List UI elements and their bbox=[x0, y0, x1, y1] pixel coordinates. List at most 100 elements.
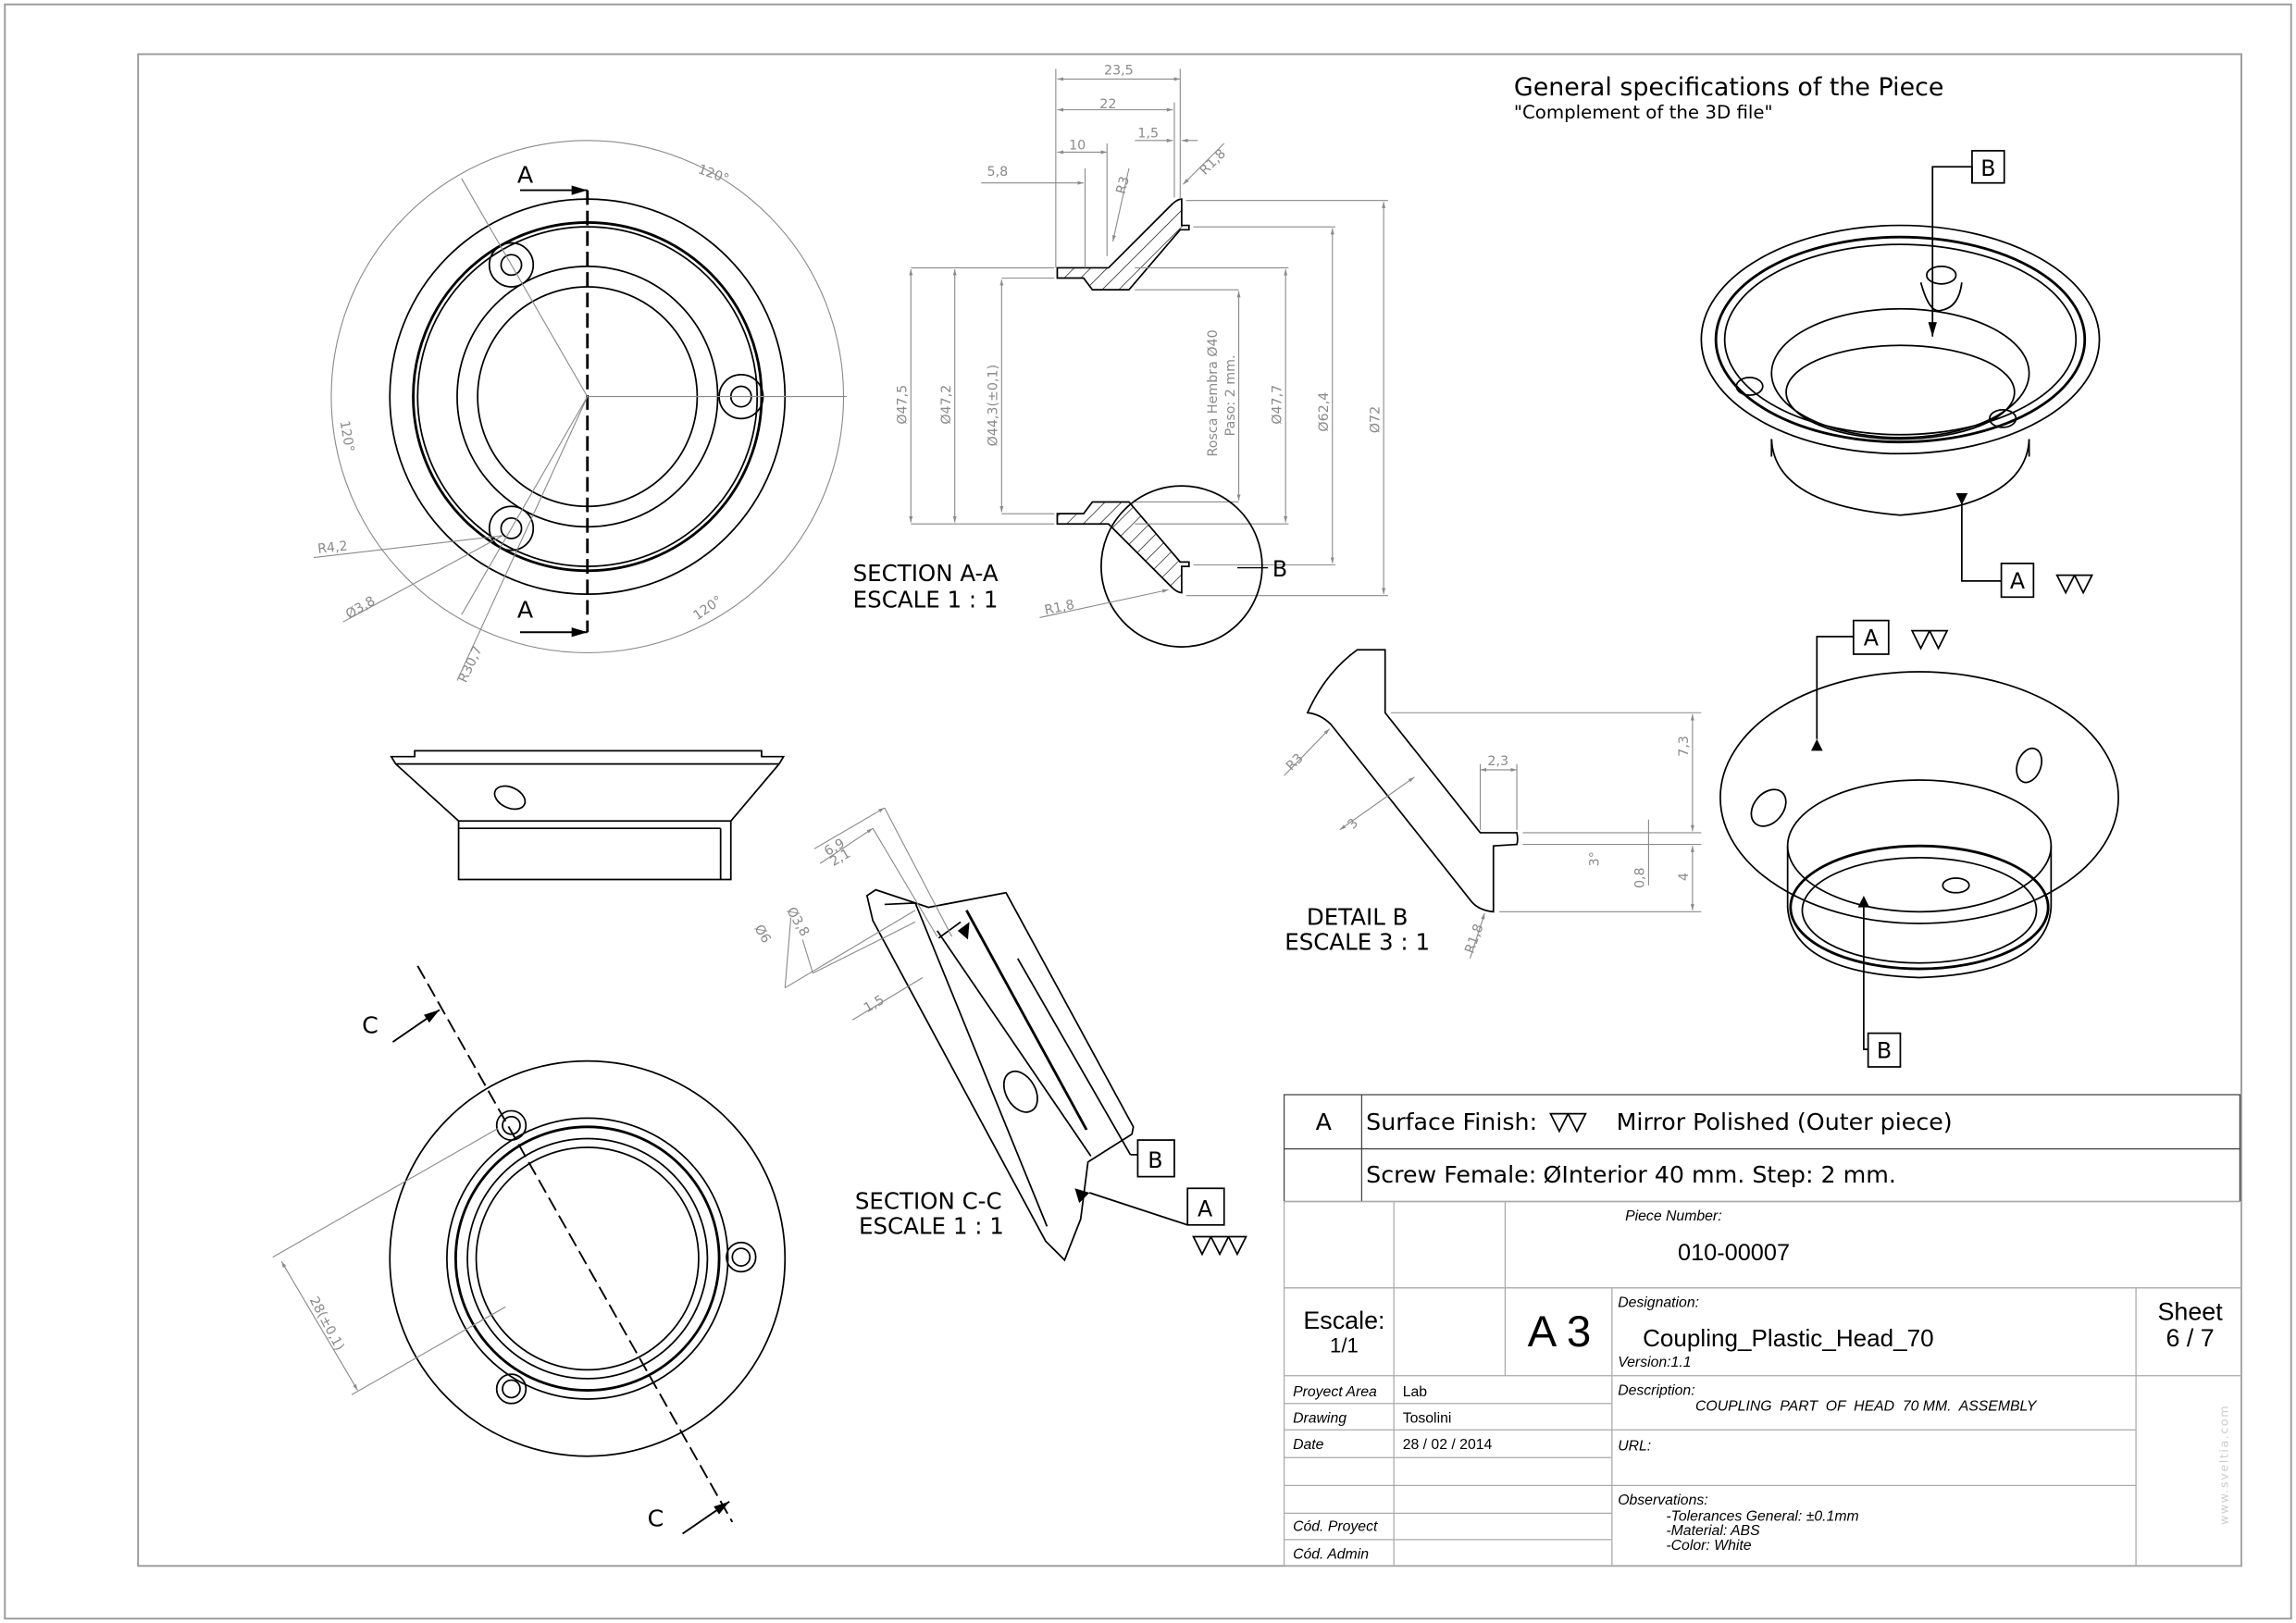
dim-10: 10 bbox=[1069, 138, 1086, 153]
surface-finish-icon bbox=[1192, 1235, 1247, 1257]
callout-b-box bbox=[1136, 1139, 1175, 1178]
row-label: Date bbox=[1293, 1437, 1324, 1453]
section-mark-a-top: A bbox=[517, 162, 534, 189]
observation-item: -Tolerances General: ±0.1mm bbox=[1666, 1508, 1858, 1524]
callout-a: A bbox=[1198, 1196, 1213, 1221]
detail-b: 7,3 4 0,8 3° 2,3 R3 3 R1,8 DETAIL B ESCA… bbox=[1284, 649, 1702, 960]
dim-r1-8: R1,8 bbox=[1462, 923, 1486, 956]
title-block: Piece Number: 010-00007 Escale: 1/1 A 3 … bbox=[1283, 1200, 2242, 1567]
dim-d47-2: Ø47,2 bbox=[939, 385, 954, 425]
surface-finish-icon bbox=[2055, 574, 2094, 595]
dim-1-5: 1,5 bbox=[1137, 127, 1159, 142]
dim-d72: Ø72 bbox=[1368, 406, 1383, 433]
row-value: 28 / 02 / 2014 bbox=[1403, 1437, 1493, 1453]
note-key: A bbox=[1316, 1109, 1333, 1135]
dim-2-3: 2,3 bbox=[1487, 754, 1508, 769]
row-label: Cód. Proyect bbox=[1293, 1518, 1378, 1534]
detail-b-circle bbox=[1100, 485, 1263, 648]
thread-note-1: Rosca Hembra Ø40 bbox=[1206, 329, 1221, 456]
dim-4: 4 bbox=[1677, 873, 1692, 881]
row-value: Tosolini bbox=[1403, 1410, 1452, 1426]
drawing-border bbox=[137, 53, 2242, 1567]
url-label: URL: bbox=[1618, 1438, 1651, 1454]
escale-label: Escale: bbox=[1303, 1307, 1384, 1334]
dim-pcd: R30,7 bbox=[456, 644, 486, 685]
spec-subtitle: "Complement of the 3D file" bbox=[1514, 102, 1773, 123]
sheet-value: 6 / 7 bbox=[2166, 1324, 2214, 1352]
section-c-c: B A 6,9 2,1 Ø3,8 Ø6 1,5 SECTION C-C ESCA… bbox=[751, 807, 1247, 1262]
description: COUPLING PART OF HEAD 70 MM. ASSEMBLY bbox=[1695, 1399, 2038, 1415]
watermark: www.sveltia.com bbox=[2217, 1405, 2231, 1525]
dim-r1-8: R1,8 bbox=[1043, 598, 1075, 618]
sheet-format: A 3 bbox=[1528, 1307, 1592, 1357]
surface-finish-icon bbox=[1910, 629, 1949, 650]
notes-table: A Surface Finish: Mirror Polished (Outer… bbox=[1283, 1094, 2241, 1203]
row-label: Drawing bbox=[1293, 1410, 1347, 1426]
observation-item: -Color: White bbox=[1666, 1538, 1751, 1554]
dim-d3-8: Ø3,8 bbox=[783, 905, 812, 939]
iso-callout-a: A bbox=[2010, 568, 2026, 594]
iso-callout-b: B bbox=[1980, 155, 1995, 181]
dim-r1-8: R1,8 bbox=[1198, 146, 1229, 178]
detail-b-title: DETAIL B bbox=[1307, 904, 1409, 931]
sheet-label: Sheet bbox=[2157, 1298, 2223, 1326]
callout-a-box bbox=[1186, 1187, 1225, 1226]
row-label: Cód. Admin bbox=[1293, 1546, 1369, 1562]
sheet-edge bbox=[4, 3, 2292, 1620]
dim-7-3: 7,3 bbox=[1677, 736, 1692, 757]
dim-23-5: 23,5 bbox=[1104, 64, 1134, 79]
detail-mark-b: B bbox=[1272, 556, 1287, 582]
thread-note-2: Paso: 2 mm. bbox=[1223, 354, 1238, 436]
note-label: Surface Finish: bbox=[1366, 1109, 1537, 1135]
section-c-title: SECTION C-C bbox=[855, 1187, 1002, 1214]
hole-ellipse bbox=[493, 785, 527, 811]
section-mark-c-top: C bbox=[362, 1012, 379, 1039]
section-mark-c-bottom: C bbox=[648, 1505, 664, 1532]
dim-0-8: 0,8 bbox=[1633, 867, 1648, 888]
description-label: Description: bbox=[1618, 1382, 1694, 1398]
dim-angle: 120° bbox=[690, 593, 725, 624]
dim-r-boss: R4,2 bbox=[316, 539, 348, 557]
piece-number-label: Piece Number: bbox=[1625, 1208, 1721, 1224]
designation-label: Designation: bbox=[1618, 1295, 1699, 1310]
section-a-scale: ESCALE 1 : 1 bbox=[853, 586, 999, 613]
observation-item: -Material: ABS bbox=[1666, 1523, 1760, 1539]
dim-angle: 120° bbox=[696, 162, 731, 187]
bottom-view: C C 28(±0,1) bbox=[272, 965, 787, 1535]
dim-5-8: 5,8 bbox=[987, 165, 1009, 180]
callout-b: B bbox=[1148, 1147, 1162, 1173]
observations-label: Observations: bbox=[1618, 1493, 1707, 1508]
dim-3-deg: 3° bbox=[1588, 851, 1603, 866]
dim-r3: R3 bbox=[1284, 751, 1307, 774]
dim-3: 3 bbox=[1345, 816, 1361, 833]
spec-title: General specifications of the Piece bbox=[1514, 73, 1944, 102]
row-value: Lab bbox=[1403, 1384, 1428, 1400]
row-label: Proyect Area bbox=[1293, 1384, 1377, 1400]
isometric-view-top: B A bbox=[1700, 150, 2101, 599]
dim-r3: R3 bbox=[1114, 175, 1133, 195]
dim-d47-7: Ø47,7 bbox=[1270, 385, 1285, 425]
side-view bbox=[390, 750, 786, 881]
dim-hole-dia: Ø3,8 bbox=[343, 594, 378, 623]
escale-value: 1/1 bbox=[1330, 1333, 1359, 1357]
surface-finish-icon bbox=[1549, 1112, 1587, 1134]
dim-d47-5: Ø47,5 bbox=[896, 385, 911, 425]
dim-d6: Ø6 bbox=[751, 923, 774, 947]
section-c-scale: ESCALE 1 : 1 bbox=[859, 1212, 1004, 1239]
piece-number: 010-00007 bbox=[1678, 1240, 1790, 1266]
section-a-title: SECTION A-A bbox=[853, 560, 999, 587]
iso-callout-a: A bbox=[1864, 625, 1880, 650]
section-mark-a-bottom: A bbox=[517, 596, 534, 623]
section-line-c bbox=[416, 965, 734, 1523]
section-a-a: 23,5 22 10 1,5 5,8 R3 R1,8 Ø47,5 Ø47,2 Ø… bbox=[853, 64, 1388, 648]
designation: Coupling_Plastic_Head_70 bbox=[1643, 1324, 1934, 1352]
dim-28: 28(±0,1) bbox=[306, 1295, 347, 1354]
detail-b-scale: ESCALE 3 : 1 bbox=[1285, 928, 1430, 955]
note-value: ØInterior 40 mm. Step: 2 mm. bbox=[1544, 1161, 1896, 1188]
version: Version:1.1 bbox=[1618, 1355, 1691, 1370]
iso-callout-b: B bbox=[1877, 1038, 1892, 1064]
front-view: A A 120° 120° 120° R4,2 Ø3,8 R30,7 bbox=[313, 140, 847, 685]
note-label: Screw Female: bbox=[1366, 1161, 1536, 1188]
dim-d44-3: Ø44,3(±0,1) bbox=[987, 365, 1001, 446]
